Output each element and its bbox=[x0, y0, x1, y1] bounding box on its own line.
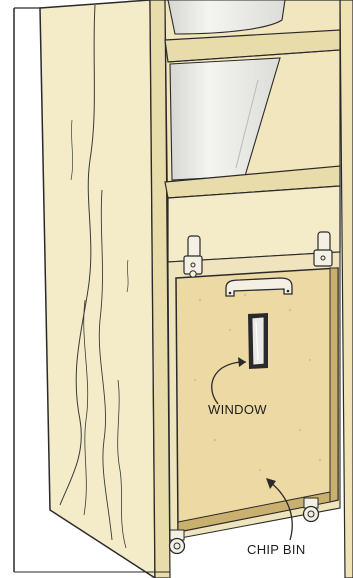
left-side-panel bbox=[40, 0, 155, 578]
cabinet-interior bbox=[165, 0, 340, 262]
caster-icon bbox=[170, 530, 185, 554]
window-slot bbox=[248, 313, 268, 369]
chip-bin-callout-label: CHIP BIN bbox=[247, 542, 306, 557]
window-callout-label: WINDOW bbox=[208, 402, 267, 417]
caster-icon bbox=[304, 498, 319, 522]
chip-bin-front bbox=[176, 268, 338, 532]
